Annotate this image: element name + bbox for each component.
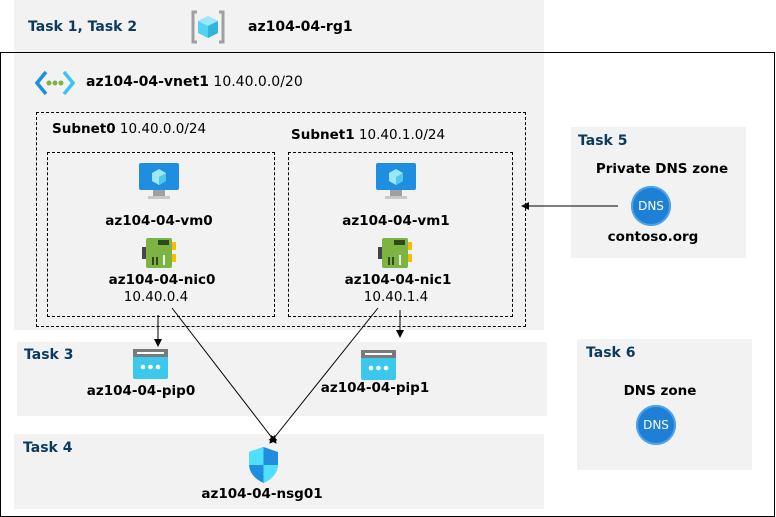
vnet-name: az104-04-vnet1 (86, 74, 209, 90)
dns-zone-title: DNS zone (623, 383, 697, 399)
nic0-to-nsg-arrow (171, 307, 277, 444)
nic1-name: az104-04-nic1 (344, 272, 452, 288)
nic0-ip: 10.40.0.4 (123, 289, 189, 305)
vnet-boundary (36, 112, 526, 327)
resource-group-name: az104-04-rg1 (248, 19, 353, 35)
subnet1-label: Subnet1 10.40.1.0/24 (291, 127, 445, 143)
nic0-name: az104-04-nic0 (108, 272, 216, 288)
virtual-network-icon (35, 70, 75, 96)
public-ip-icon (133, 349, 168, 379)
task5-label: Task 5 (578, 133, 628, 149)
network-interface-icon (378, 238, 412, 268)
network-interface-icon (142, 238, 176, 268)
pip0-name: az104-04-pip0 (86, 383, 196, 399)
private-dns-zone-title: Private DNS zone (595, 161, 729, 177)
vm0-name: az104-04-vm0 (105, 213, 213, 229)
resource-group-icon (191, 10, 225, 44)
subnet0-boundary (47, 152, 275, 317)
network-security-group-icon (249, 447, 278, 483)
vnet-label: az104-04-vnet1 10.40.0.0/20 (86, 74, 303, 90)
task6-box (577, 339, 752, 470)
subnet0-name: Subnet0 (52, 121, 116, 137)
dns-icon: DNS (631, 186, 671, 226)
virtual-machine-icon (376, 163, 416, 199)
task3-band (17, 342, 547, 416)
subnet0-label: Subnet0 10.40.0.0/24 (52, 121, 206, 137)
pip1-name: az104-04-pip1 (320, 380, 430, 396)
subnet1-cidr: 10.40.1.0/24 (358, 127, 446, 143)
task4-label: Task 4 (23, 440, 73, 456)
vnet-cidr: 10.40.0.0/20 (213, 74, 303, 90)
nsg-name: az104-04-nsg01 (201, 486, 323, 502)
virtual-machine-icon (139, 163, 179, 199)
nic1-ip: 10.40.1.4 (363, 289, 429, 305)
resource-group-band (14, 0, 544, 330)
dns-icon: DNS (636, 405, 676, 445)
subnet0-cidr: 10.40.0.0/24 (119, 121, 207, 137)
subnet1-name: Subnet1 (291, 127, 355, 143)
task6-label: Task 6 (586, 345, 636, 361)
nic1-to-nsg-arrow (269, 307, 379, 444)
dns-icon-text: DNS (643, 418, 669, 432)
vm1-name: az104-04-vm1 (342, 213, 450, 229)
task1-2-label: Task 1, Task 2 (28, 19, 138, 35)
task4-band (14, 434, 544, 509)
public-ip-icon (361, 350, 396, 380)
task3-label: Task 3 (24, 347, 74, 363)
private-dns-zone-name: contoso.org (607, 229, 699, 245)
dns-icon-text: DNS (638, 199, 664, 213)
